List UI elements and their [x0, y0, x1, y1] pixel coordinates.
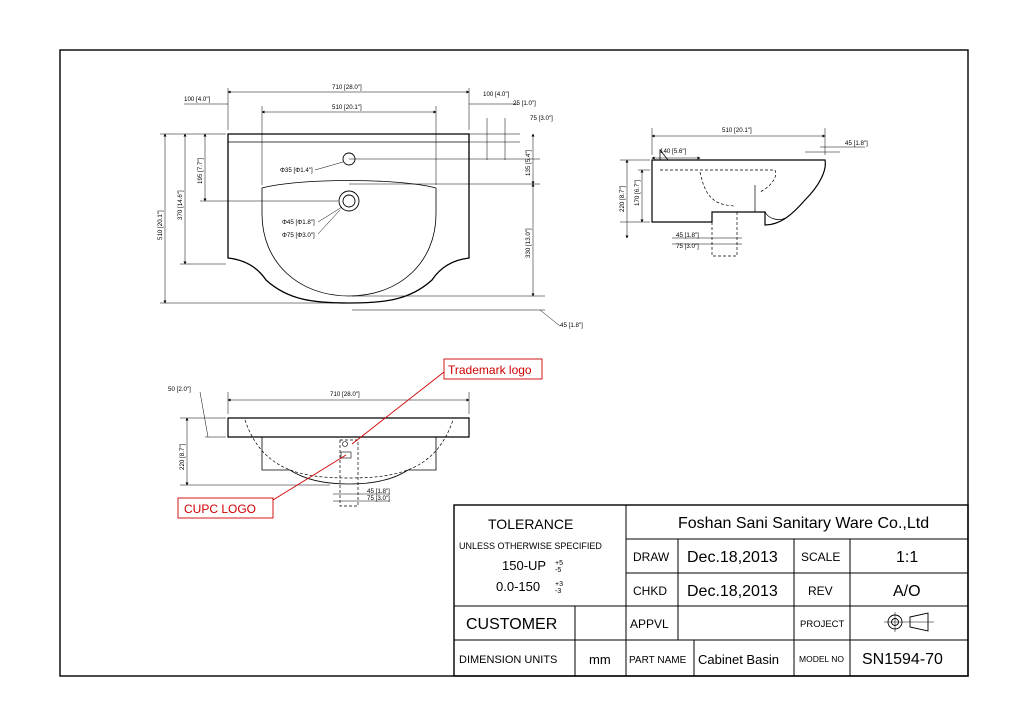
dim-top-inner: 510 [20.1"]: [332, 104, 362, 111]
tolerance-row-1-plus: +5: [555, 560, 563, 567]
dim-front-height: 220 [8.7"]: [179, 443, 186, 470]
model-no-label: MODEL NO: [799, 654, 844, 664]
front-view-labels: 710 [28.0"] 50 [2.0"] 220 [8.7"] 45 [1.8…: [168, 386, 390, 502]
draw-label: DRAW: [633, 550, 670, 564]
dim-top-left-offset: 100 [4.0"]: [184, 96, 211, 103]
dim-height-195: 195 [7.7"]: [197, 157, 204, 184]
appvl-label: APPVL: [630, 617, 669, 631]
tolerance-heading: TOLERANCE: [488, 516, 573, 532]
callout-trademark-text: Trademark logo: [448, 363, 532, 377]
dim-height-135: 135 [5.4"]: [525, 149, 532, 176]
dim-bottom-45: 45 [1.8"]: [560, 322, 583, 329]
dim-front-drain-75: 75 [3.0"]: [367, 495, 390, 502]
scale-label: SCALE: [801, 550, 840, 564]
tolerance-note: UNLESS OTHERWISE SPECIFIED: [459, 541, 602, 551]
tolerance-row-1: 150-UP: [502, 558, 546, 573]
dim-faucet-hole: Φ35 [Φ1.4"]: [280, 167, 313, 174]
front-view: [180, 391, 470, 507]
dim-height-510: 510 [20.1"]: [157, 210, 164, 240]
dimension-units-label: DIMENSION UNITS: [459, 654, 557, 666]
projection-symbol-icon: [884, 612, 934, 632]
drain-inner: [342, 194, 356, 208]
dim-front-drain-45: 45 [1.8"]: [367, 488, 390, 495]
basin-outline: [227, 133, 470, 304]
dim-top-edge25: 25 [1.0"]: [513, 100, 536, 107]
dim-side-width: 510 [20.1"]: [722, 127, 752, 134]
logo-mark: [340, 441, 352, 459]
company-name: Foshan Sani Sanitary Ware Co.,Ltd: [678, 515, 929, 532]
model-no-value: SN1594-70: [862, 651, 943, 668]
dim-height-330: 330 [13.0"]: [525, 228, 532, 258]
top-view-labels: 710 [28.0"] 100 [4.0"] 100 [4.0"] 510 [2…: [157, 84, 583, 329]
part-name-value: Cabinet Basin: [698, 652, 779, 667]
customer-label: CUSTOMER: [466, 616, 557, 633]
dim-drain-45: Φ45 [Φ1.8"]: [282, 219, 315, 226]
project-label: PROJECT: [800, 619, 845, 630]
dim-front-rim: 50 [2.0"]: [168, 386, 191, 393]
title-block-text: TOLERANCE UNLESS OTHERWISE SPECIFIED 150…: [459, 515, 943, 668]
tolerance-row-2: 0.0-150: [496, 579, 540, 594]
tolerance-row-1-minus: -5: [555, 567, 561, 574]
dim-top-right-offset: 100 [4.0"]: [483, 91, 510, 98]
dimension-units-value: mm: [589, 652, 611, 667]
drain-outer: [338, 190, 360, 212]
rev-label: REV: [808, 584, 833, 598]
scale-value: 1:1: [896, 549, 918, 566]
callout-cupc: CUPC LOGO: [177, 454, 347, 519]
chkd-date: Dec.18,2013: [687, 583, 778, 600]
bowl-outline: [261, 180, 437, 297]
draw-date: Dec.18,2013: [687, 549, 778, 566]
dim-side-drain-45: 45 [1.8"]: [676, 232, 699, 239]
dim-side-height-170: 170 [6.7"]: [634, 179, 641, 206]
dim-side-140: 140 [5.6"]: [660, 148, 687, 155]
side-view-labels: 510 [20.1"] 140 [5.6"] 45 [1.8"] 220 [8.…: [619, 127, 868, 250]
dim-top-edge75: 75 [3.0"]: [530, 115, 553, 122]
tolerance-row-2-minus: -3: [555, 588, 561, 595]
chkd-label: CHKD: [633, 584, 667, 598]
tolerance-row-2-plus: +3: [555, 581, 563, 588]
dim-side-height-220: 220 [8.7"]: [619, 185, 626, 212]
dim-side-drain-75: 75 [3.0"]: [676, 243, 699, 250]
dim-top-overall: 710 [28.0"]: [332, 84, 362, 91]
dim-drain-75: Φ75 [Φ3.0"]: [282, 232, 315, 239]
callout-trademark: Trademark logo: [351, 358, 543, 445]
side-view: [620, 128, 865, 257]
title-block: [453, 504, 969, 677]
rev-value: A/O: [893, 583, 921, 600]
callout-cupc-text: CUPC LOGO: [184, 502, 256, 516]
dim-side-45-top: 45 [1.8"]: [845, 140, 868, 147]
dim-height-370: 370 [14.6"]: [177, 190, 184, 220]
part-name-label: PART NAME: [629, 655, 687, 666]
top-view: [160, 88, 561, 327]
dim-front-overall: 710 [28.0"]: [330, 391, 360, 398]
